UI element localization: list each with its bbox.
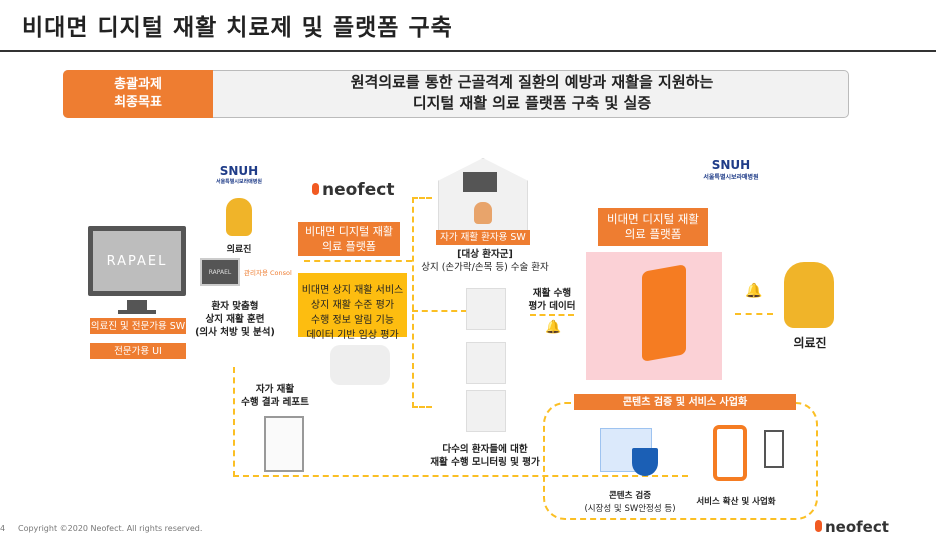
patient-sw-label: 자가 재활 환자용 SW xyxy=(436,230,530,245)
pro-ui-label: 전문가용 UI xyxy=(90,343,186,359)
eval-line2: 평가 데이터 xyxy=(528,301,576,312)
goal-label-line1: 총괄과제 xyxy=(114,77,162,92)
neofect-box-line2: 의료 플랫폼 xyxy=(321,240,377,253)
snuh-text: SNUH xyxy=(219,164,259,178)
verify-text: 콘텐츠 검증 (시장성 및 SW안정성 등) xyxy=(580,490,680,516)
console-label: 관리자용 Consol xyxy=(244,269,292,277)
commercial-header: 콘텐츠 검증 및 서비스 사업화 xyxy=(574,394,796,410)
distribution-line xyxy=(412,197,432,408)
bell-icon: 🔔 xyxy=(545,320,562,335)
platform-line1: 비대면 디지털 재활 xyxy=(607,212,699,226)
title-divider xyxy=(0,50,936,52)
patient-tablet-icon xyxy=(463,172,497,192)
service-text: 서비스 확산 및 사업화 xyxy=(696,497,776,507)
target-desc: 상지 (손가락/손목 등) 수술 환자 xyxy=(421,262,549,273)
service-phone-icon xyxy=(713,425,747,481)
hospital-icon xyxy=(764,430,784,468)
service-item: 상지 재활 수준 평가 xyxy=(310,300,395,311)
monitor-base xyxy=(118,310,156,314)
doctor-icon xyxy=(226,198,252,236)
page-number: 4 xyxy=(0,524,6,533)
feedback-line xyxy=(304,260,412,262)
neofect-logo-text: neofect xyxy=(322,180,395,200)
service-item: 수행 정보 알림 기능 xyxy=(310,315,395,326)
console-tablet-icon: RAPAEL xyxy=(200,258,240,286)
training-line2: 상지 재활 훈련 xyxy=(205,314,265,325)
shield-check-icon xyxy=(632,448,658,476)
patient-home-icon xyxy=(466,390,506,432)
monitoring-line2: 재활 수행 모니터링 및 평가 xyxy=(430,457,540,468)
target-title: [대상 환자군] xyxy=(457,249,513,260)
neofect-footer-logo: neofect xyxy=(815,518,889,536)
service-item: 데이터 기반 임상 평가 xyxy=(306,330,399,341)
verify-line1: 콘텐츠 검증 xyxy=(608,491,652,501)
tablet-rapael: RAPAEL xyxy=(208,268,232,276)
platform-line2: 의료 플랫폼 xyxy=(624,227,682,241)
monitoring-line1: 다수의 환자들에 대한 xyxy=(442,444,528,455)
phone-illustration xyxy=(642,264,686,362)
neofect-footer-text: neofect xyxy=(825,518,889,536)
snuh-logo-right: SNUH 서울특별시보라매병원 xyxy=(696,158,766,181)
distribution-line-mid xyxy=(412,310,467,312)
snuh-text: SNUH xyxy=(711,158,751,172)
eval-line1: 재활 수행 xyxy=(532,288,572,299)
report-line1: 자가 재활 xyxy=(255,384,295,395)
doctor-exchange-arrow xyxy=(735,313,773,315)
services-box: 비대면 상지 재활 서비스 상지 재활 수준 평가 수행 정보 알림 기능 데이… xyxy=(298,273,407,341)
report-icon xyxy=(264,416,304,472)
snuh-sub-text: 서울특별시보라매병원 xyxy=(703,174,759,181)
page-title: 비대면 디지털 재활 치료제 및 플랫폼 구축 xyxy=(22,15,453,41)
right-doctor-label: 의료진 xyxy=(793,336,827,350)
snuh-sub-text: 서울특별시보라매병원 xyxy=(215,179,262,185)
pro-sw-label: 의료진 및 전문가용 SW xyxy=(90,318,186,334)
goal-text-line2: 디지털 재활 의료 플랫폼 구축 및 실증 xyxy=(412,94,652,112)
bell-icon: 🔔 xyxy=(745,283,763,299)
copyright: Copyright ©2020 Neofect. All rights rese… xyxy=(18,524,203,533)
patient-home-icon xyxy=(466,288,506,330)
training-line3: (의사 처방 및 분석) xyxy=(195,327,275,338)
training-line1: 환자 맞춤형 xyxy=(211,301,259,312)
glove-image xyxy=(330,345,390,385)
monitor-stand xyxy=(127,300,147,312)
doctor-icon-right xyxy=(784,262,834,328)
report-line2: 수행 결과 레포트 xyxy=(241,397,309,408)
report-flow-line xyxy=(233,367,688,477)
goal-text-line1: 원격의료를 통한 근골격계 질환의 예방과 재활을 지원하는 xyxy=(350,73,714,91)
data-exchange-arrow xyxy=(530,314,574,316)
target-patients: [대상 환자군] 상지 (손가락/손목 등) 수술 환자 xyxy=(420,248,550,274)
doctor-label: 의료진 xyxy=(226,245,252,255)
monitor-icon: RAPAEL xyxy=(88,226,186,296)
verify-line2: (시장성 및 SW안정성 등) xyxy=(584,504,676,514)
goal-label-line2: 최종목표 xyxy=(114,95,162,110)
neofect-logo: neofect xyxy=(312,180,394,200)
patient-icon xyxy=(474,202,492,224)
rapael-logo: RAPAEL xyxy=(106,253,168,269)
service-item: 비대면 상지 재활 서비스 xyxy=(301,285,404,296)
neofect-box-line1: 비대면 디지털 재활 xyxy=(305,225,393,238)
patient-home-icon xyxy=(466,342,506,384)
